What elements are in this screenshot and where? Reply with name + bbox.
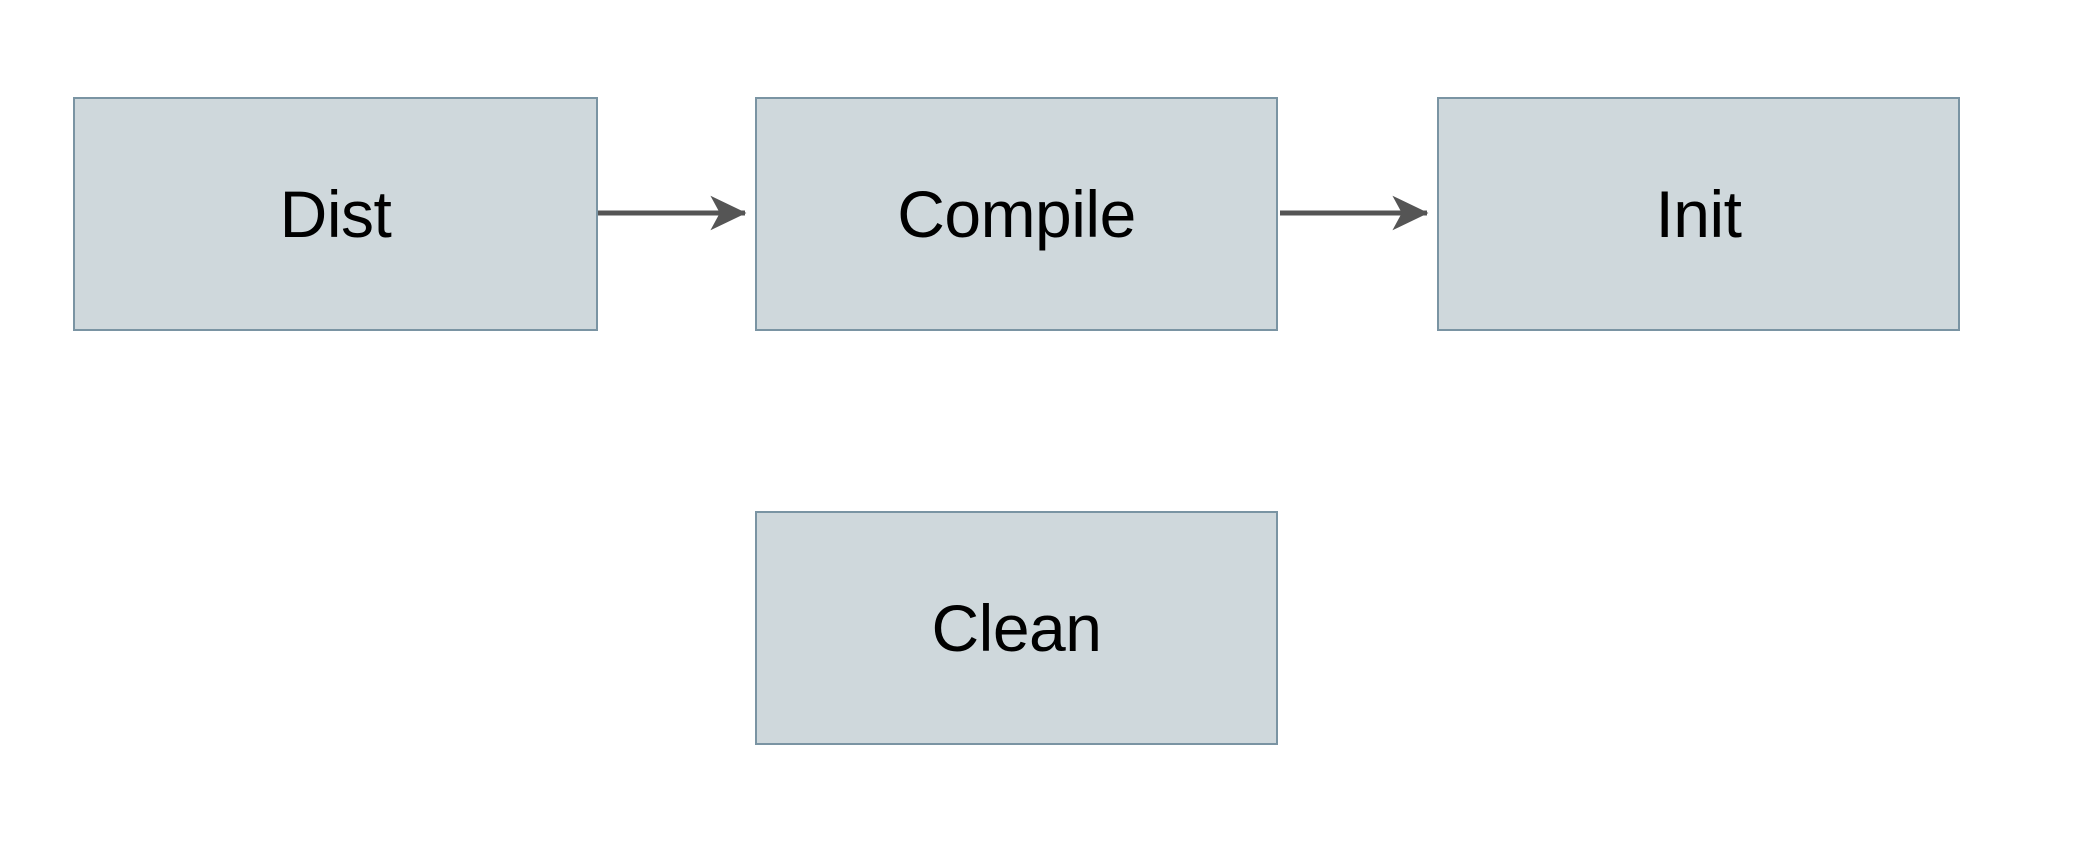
node-init-label: Init — [1655, 177, 1742, 251]
node-compile[interactable]: Compile — [755, 97, 1278, 331]
node-init[interactable]: Init — [1437, 97, 1960, 331]
node-dist[interactable]: Dist — [73, 97, 598, 331]
node-compile-label: Compile — [897, 177, 1136, 251]
node-clean-label: Clean — [931, 591, 1102, 665]
node-dist-label: Dist — [279, 177, 392, 251]
node-clean[interactable]: Clean — [755, 511, 1278, 745]
